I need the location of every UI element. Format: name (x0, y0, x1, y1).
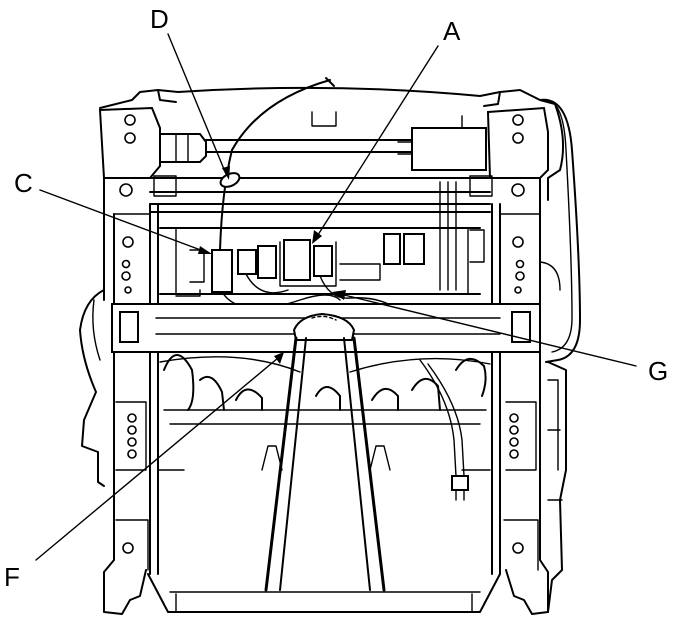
arrowhead-a (312, 230, 322, 244)
callout-leaders (35, 33, 637, 561)
seat-frame-illustration (79, 77, 581, 615)
arrowhead-c (198, 246, 212, 254)
callout-label-f: F (4, 562, 20, 592)
leader-line-d (167, 33, 227, 175)
arrowhead-f (274, 352, 284, 364)
leader-line-f (35, 357, 279, 561)
callout-label-c: C (14, 168, 33, 198)
leader-line-c (39, 189, 207, 253)
callout-label-d: D (150, 4, 169, 34)
callout-label-a: A (443, 16, 461, 46)
arrowhead-g (332, 290, 346, 300)
leader-line-g (339, 293, 637, 367)
callout-label-g: G (648, 356, 668, 386)
arrowhead-d (222, 166, 230, 180)
leader-line-a (315, 45, 439, 239)
callout-labels: A C D F G (4, 4, 668, 592)
